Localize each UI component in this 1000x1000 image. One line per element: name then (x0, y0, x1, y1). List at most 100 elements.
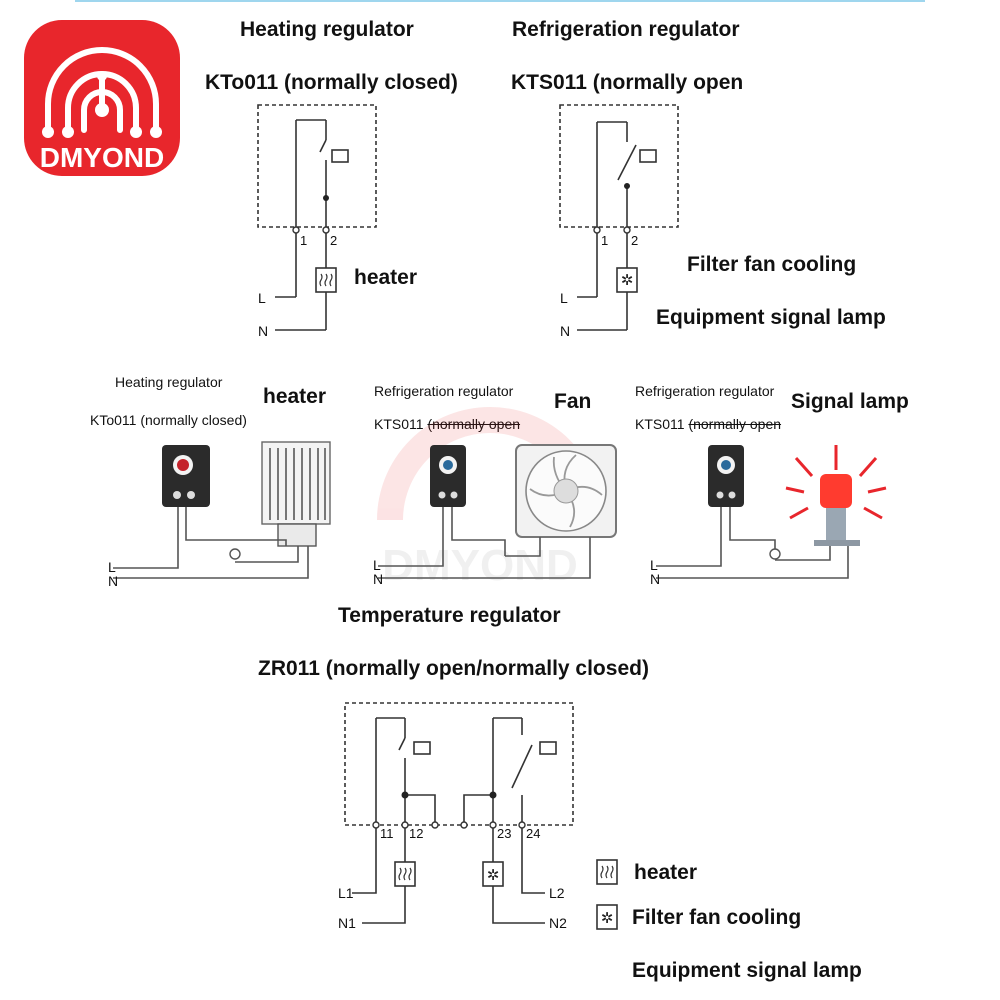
top-left-terminal-1 (292, 226, 300, 234)
bottom-fan-icon (482, 861, 504, 887)
mid-heater-regulator (162, 445, 210, 507)
top-left-terminal-1-label: 1 (300, 233, 307, 248)
top-right-terminal-2-label: 2 (631, 233, 638, 248)
mid-lamp-ground-icon (769, 548, 781, 560)
bottom-L2-label: L2 (549, 885, 565, 901)
legend-heater-icon (596, 859, 618, 885)
top-right-load-label-1: Filter fan cooling (687, 253, 857, 276)
mid-fan-regulator (430, 445, 466, 507)
mid-fan-blue-knob (443, 460, 453, 470)
top-left-terminal-2 (322, 226, 330, 234)
mid-lamp-L-label: L (650, 557, 658, 573)
mid-heater-label: heater (263, 385, 327, 408)
top-left-thermo-symbol (331, 149, 349, 163)
top-right-fan-icon (616, 267, 638, 293)
bottom-schematic (344, 702, 618, 930)
top-left-schematic (257, 104, 377, 331)
mid-fan-title: Refrigeration regulator (374, 383, 514, 399)
mid-fan-N-label: N (373, 571, 383, 587)
brand-logo: DMYOND (24, 20, 180, 176)
top-right-schematic (559, 104, 679, 331)
mid-lamp-bulb (820, 474, 852, 508)
mid-lamp-label: Signal lamp (791, 390, 909, 413)
top-left-N-label: N (258, 323, 268, 339)
bottom-enclosure (344, 702, 574, 826)
mid-fan-model: KTS011 (normally open (374, 416, 520, 432)
mid-lamp-regulator (708, 445, 744, 507)
bottom-terminal-11 (372, 821, 380, 829)
bottom-left-junction (401, 791, 409, 799)
bottom-fan-glyph: ✲ (487, 866, 500, 884)
mid-lamp-blue-knob (721, 460, 731, 470)
bottom-N1-label: N1 (338, 915, 356, 931)
bottom-heater-icon (394, 861, 416, 887)
legend-heater-label: heater (634, 861, 698, 884)
bottom-L1-label: L1 (338, 885, 354, 901)
bottom-model: ZR011 (normally open/normally closed) (258, 657, 649, 680)
middle-caption: Temperature regulator (338, 604, 561, 627)
bottom-terminal-12-label: 12 (409, 826, 423, 841)
top-right-title: Refrigeration regulator (512, 18, 740, 41)
bottom-terminal-23-label: 23 (497, 826, 511, 841)
bottom-terminal-24-label: 24 (526, 826, 540, 841)
mid-heater-red-knob (177, 459, 189, 471)
bottom-terminal-23 (489, 821, 497, 829)
top-left-terminal-2-label: 2 (330, 233, 337, 248)
bottom-terminal-11-label: 11 (380, 826, 394, 841)
top-right-N-label: N (560, 323, 570, 339)
mid-heater-terminal-block (277, 523, 317, 547)
mid-fan-label: Fan (554, 390, 592, 413)
mid-fan-L-label: L (373, 557, 381, 573)
mid-lamp-rays (785, 445, 887, 520)
top-right-L-label: L (560, 290, 568, 306)
top-left-load-label: heater (354, 266, 418, 289)
mid-heater-wiring (113, 441, 331, 579)
bottom-terminal-link-b (460, 821, 468, 829)
mid-heater-L-label: L (108, 559, 116, 575)
top-right-terminal-1 (593, 226, 601, 234)
top-left-contact-dot (323, 195, 329, 201)
top-left-heater-icon (315, 267, 337, 293)
mid-lamp-model-struck: (normally open (688, 416, 782, 432)
bottom-footer: Equipment signal lamp (632, 959, 862, 982)
mid-lamp-wiring (656, 445, 887, 579)
legend-fan-icon (596, 904, 618, 930)
top-right-model: KTS011 (normally open (511, 71, 744, 94)
top-right-contact-dot (624, 183, 630, 189)
bottom-N2-label: N2 (549, 915, 567, 931)
mid-lamp-model-main: KTS011 (635, 416, 685, 432)
top-right-enclosure (559, 104, 679, 228)
mid-heater-model: KTo011 (normally closed) (90, 412, 247, 428)
top-right-terminal-2 (623, 226, 631, 234)
mid-heater-ground-icon (229, 548, 241, 560)
top-right-load-label-2: Equipment signal lamp (656, 306, 886, 329)
top-left-L-label: L (258, 290, 266, 306)
legend-fan-glyph: ✲ (601, 909, 614, 927)
mid-lamp-model: KTS011 (normally open (635, 416, 781, 432)
top-right-terminal-1-label: 1 (601, 233, 608, 248)
mid-fan-model-struck: (normally open (427, 416, 521, 432)
brand-name: DMYOND (40, 142, 164, 173)
mid-lamp-stem (826, 508, 846, 540)
legend-fan-label: Filter fan cooling (632, 906, 802, 929)
mid-fan-wiring (378, 444, 617, 579)
mid-lamp-base (814, 540, 860, 546)
top-left-model: KTo011 (normally closed) (205, 71, 458, 94)
bottom-right-thermo-symbol (539, 741, 557, 755)
top-right-fan-glyph: ✲ (621, 271, 634, 289)
top-left-enclosure (257, 104, 377, 228)
top-accent-line (75, 0, 925, 2)
bottom-terminal-12 (401, 821, 409, 829)
top-left-title: Heating regulator (240, 18, 414, 41)
mid-heater-title: Heating regulator (115, 374, 223, 390)
mid-lamp-title: Refrigeration regulator (635, 383, 775, 399)
bottom-left-thermo-symbol (413, 741, 431, 755)
top-right-thermo-symbol (639, 149, 657, 163)
mid-heater-device (261, 441, 331, 525)
bottom-terminal-link-a (431, 821, 439, 829)
mid-heater-N-label: N (108, 573, 118, 589)
bottom-terminal-24 (518, 821, 526, 829)
bottom-right-junction (489, 791, 497, 799)
